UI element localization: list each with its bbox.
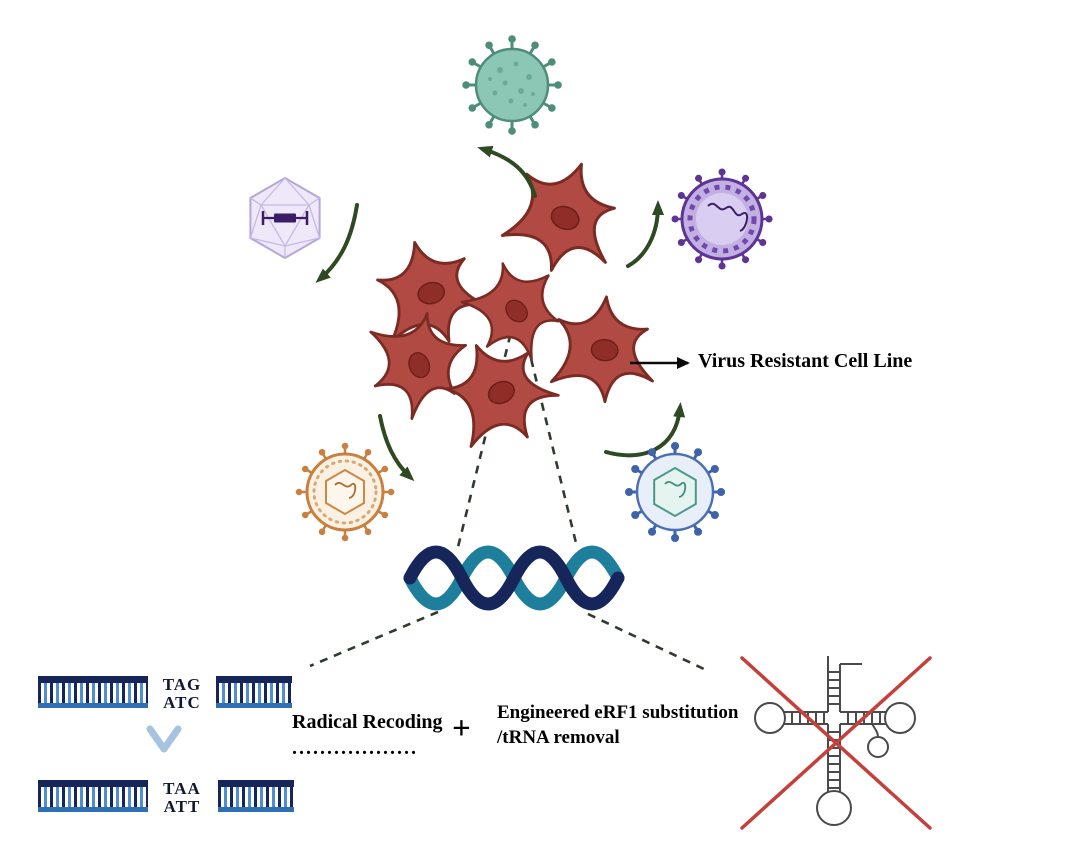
coronavirus-spikes bbox=[466, 39, 558, 131]
resistance-arrows bbox=[315, 145, 686, 482]
erf1-label-block: Engineered eRF1 substitution /tRNA remov… bbox=[497, 700, 738, 750]
blue-capsid-hexagon bbox=[653, 466, 697, 518]
trna-anticodon-loop bbox=[816, 790, 852, 826]
trna-variable-connector bbox=[871, 723, 879, 738]
arrow-to-coronavirus bbox=[477, 145, 537, 198]
trna-d-loop bbox=[754, 702, 786, 734]
coronavirus-texture bbox=[488, 61, 535, 107]
dna-helix-icon bbox=[403, 545, 625, 611]
plus-sign: + bbox=[452, 711, 471, 747]
orange-bead-ring bbox=[312, 459, 378, 525]
mutation-chevron-icon bbox=[146, 725, 182, 753]
blue-virus-icon bbox=[625, 442, 726, 542]
codon-recoded-sense: TAA bbox=[163, 779, 201, 798]
dna-ladder-recoded-right bbox=[218, 780, 294, 812]
fibroblast-cell bbox=[451, 244, 584, 377]
codon-original-sense: TAG bbox=[162, 675, 202, 694]
codon-original-antisense: ATC bbox=[163, 693, 201, 712]
coronavirus-body bbox=[474, 47, 550, 123]
arrow-to-blue-virus bbox=[604, 402, 686, 458]
gene-cassette bbox=[261, 211, 309, 225]
blue-genome-squiggle bbox=[664, 481, 687, 498]
rna-squiggle bbox=[707, 202, 748, 232]
dna-ladder-original-right bbox=[216, 676, 292, 708]
erf1-label-line2: /tRNA removal bbox=[497, 727, 620, 748]
erf1-label-line1: Engineered eRF1 substitution bbox=[497, 702, 739, 723]
virus-core bbox=[696, 193, 748, 245]
virus-resistant-label: Virus Resistant Cell Line bbox=[698, 350, 913, 372]
arrow-to-icosahedral-vector bbox=[315, 203, 359, 283]
dna-ladder-recoded-left bbox=[38, 780, 148, 812]
icosahedral-vector-icon bbox=[249, 176, 321, 260]
cross-line-2 bbox=[740, 656, 932, 830]
codon-recoded-antisense: ATT bbox=[163, 797, 201, 816]
dotted-line-text: .................. bbox=[292, 737, 418, 759]
capsomere-ring bbox=[687, 184, 757, 254]
dashed-dna-to-trna bbox=[587, 612, 707, 672]
red-cross-icon bbox=[740, 656, 932, 830]
coronavirus-spike-tips bbox=[462, 35, 562, 135]
orange-spike-tips bbox=[295, 442, 395, 542]
dashed-cell-to-dna-right bbox=[522, 329, 579, 548]
trna-acceptor-rungs bbox=[828, 671, 840, 705]
blue-spike-tips bbox=[625, 442, 726, 542]
cell-cluster bbox=[355, 145, 661, 462]
helix-strand-navy bbox=[403, 545, 625, 611]
dashed-connectors bbox=[309, 319, 707, 672]
orange-virus-icon bbox=[295, 442, 395, 542]
orange-spike-stems bbox=[299, 446, 391, 538]
orange-genome-squiggle bbox=[334, 482, 357, 499]
radical-recoding-label: Radical Recoding bbox=[292, 711, 443, 733]
arrow-to-orange-virus bbox=[378, 414, 415, 482]
fibroblast-cell bbox=[548, 291, 661, 408]
dna-ladder-original-left bbox=[38, 676, 148, 708]
trna-anticodon-stem bbox=[827, 724, 841, 792]
capsid-facets bbox=[249, 177, 321, 258]
orange-capsid-hexagon bbox=[325, 468, 365, 516]
dashed-dna-to-recoding bbox=[309, 610, 439, 668]
coronavirus-icon bbox=[462, 35, 562, 135]
trna-variable-loop bbox=[867, 736, 889, 758]
envelope-knobs bbox=[671, 168, 773, 270]
enveloped-virus-icon bbox=[671, 168, 773, 270]
arrow-to-enveloped-virus bbox=[626, 200, 664, 268]
trna-t-loop bbox=[884, 702, 916, 734]
